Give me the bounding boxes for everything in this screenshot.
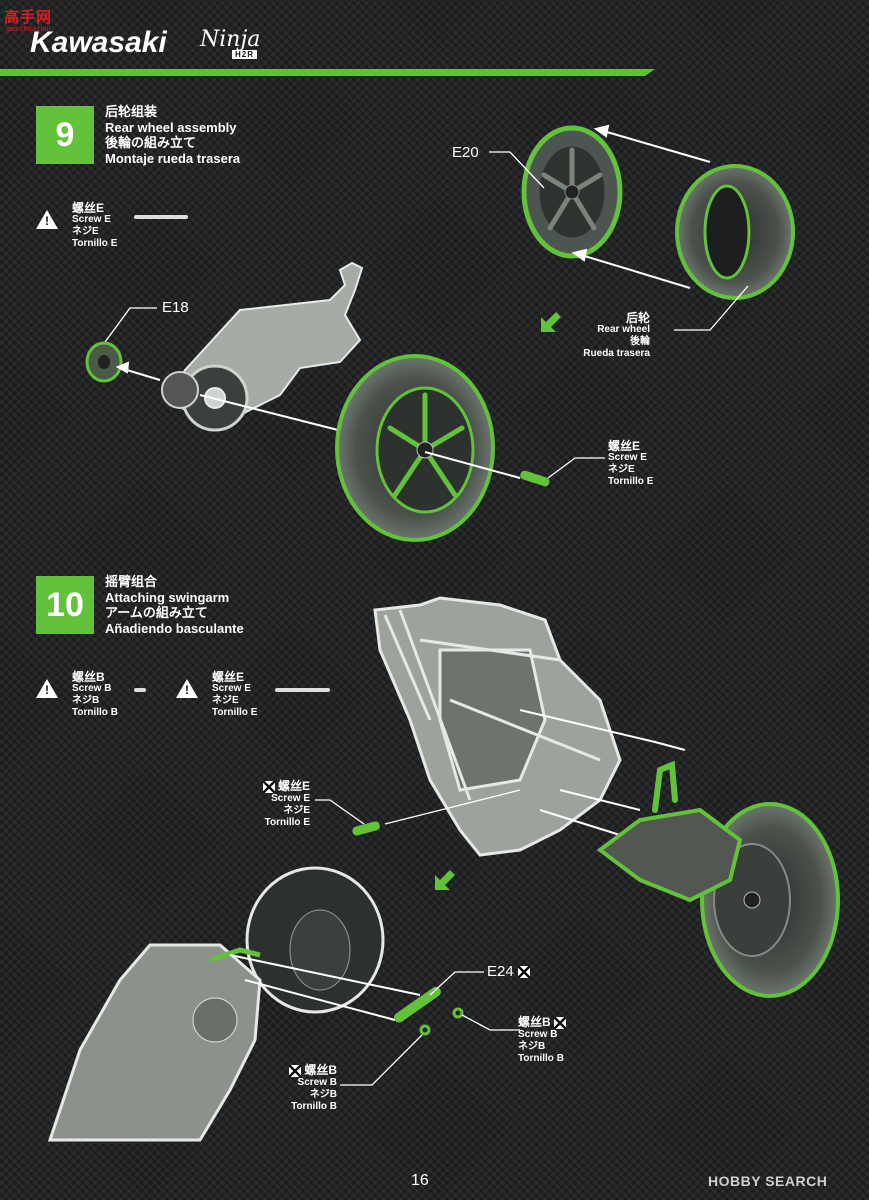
watermark-logo: 高手网 xyxy=(4,9,53,26)
screw-b-icon xyxy=(134,688,146,692)
cross-box-icon xyxy=(288,1064,301,1077)
screw-b-callout-left: 螺丝B Screw B ネジB Tornillo B xyxy=(255,1064,337,1113)
page-number: 16 xyxy=(411,1172,429,1189)
assembled-rear-drawing xyxy=(47,866,385,1142)
warning-icon: ! xyxy=(36,679,58,698)
screw-e-callout: 螺丝E Screw E ネジE Tornillo E xyxy=(608,439,654,487)
step-10-title: 摇臂组合 Attaching swingarm アームの組み立て Añadien… xyxy=(105,574,244,636)
rear-tire-drawing xyxy=(675,164,795,300)
sprocket-e18-drawing xyxy=(85,341,123,383)
warning-icon: ! xyxy=(36,210,58,229)
swingarm-wheel-drawing xyxy=(596,760,840,998)
cross-box-icon xyxy=(554,1016,567,1029)
cross-box-icon xyxy=(517,966,530,979)
part-e24-label: E24 xyxy=(487,963,530,980)
screw-e-legend: 螺丝E Screw E ネジE Tornillo E xyxy=(72,201,118,249)
step-9-title: 后轮组装 Rear wheel assembly 後輪の組み立て Montaje… xyxy=(105,104,241,166)
screw-e-legend: 螺丝E Screw E ネジE Tornillo E xyxy=(212,670,258,718)
direction-arrow-icon xyxy=(541,312,561,332)
model-sub-badge: H2R xyxy=(232,50,258,59)
swingarm-drawing xyxy=(161,261,364,432)
screw-e-callout: 螺丝E Screw E ネジE Tornillo E xyxy=(262,779,310,828)
screw-b-callout-right: 螺丝B Screw B ネジB Tornillo B xyxy=(518,1016,567,1065)
direction-arrow-icon xyxy=(435,870,455,890)
wheel-rim-e20-drawing xyxy=(521,125,623,259)
part-e18-label: E18 xyxy=(162,299,189,316)
warning-icon: ! xyxy=(176,679,198,698)
watermark-sub: gao-shou.com xyxy=(6,26,51,33)
screw-e-icon xyxy=(134,215,188,219)
header-accent-bar xyxy=(0,69,655,76)
cross-box-icon xyxy=(262,780,275,793)
frame-engine-drawing xyxy=(373,596,622,857)
hobby-search-watermark: HOBBY SEARCH xyxy=(708,1173,828,1189)
screw-b-legend: 螺丝B Screw B ネジB Tornillo B xyxy=(72,670,118,718)
step-9-number: 9 xyxy=(36,106,94,164)
rear-wheel-drawing xyxy=(335,354,495,542)
part-e20-label: E20 xyxy=(452,144,479,161)
step-10-number: 10 xyxy=(36,576,94,634)
brand-logo: Kawasaki xyxy=(30,26,167,59)
screw-e-icon xyxy=(275,688,330,692)
rear-wheel-label: 后轮 Rear wheel 後輪 Rueda trasera xyxy=(583,311,650,359)
model-logo: Ninja xyxy=(200,27,261,52)
